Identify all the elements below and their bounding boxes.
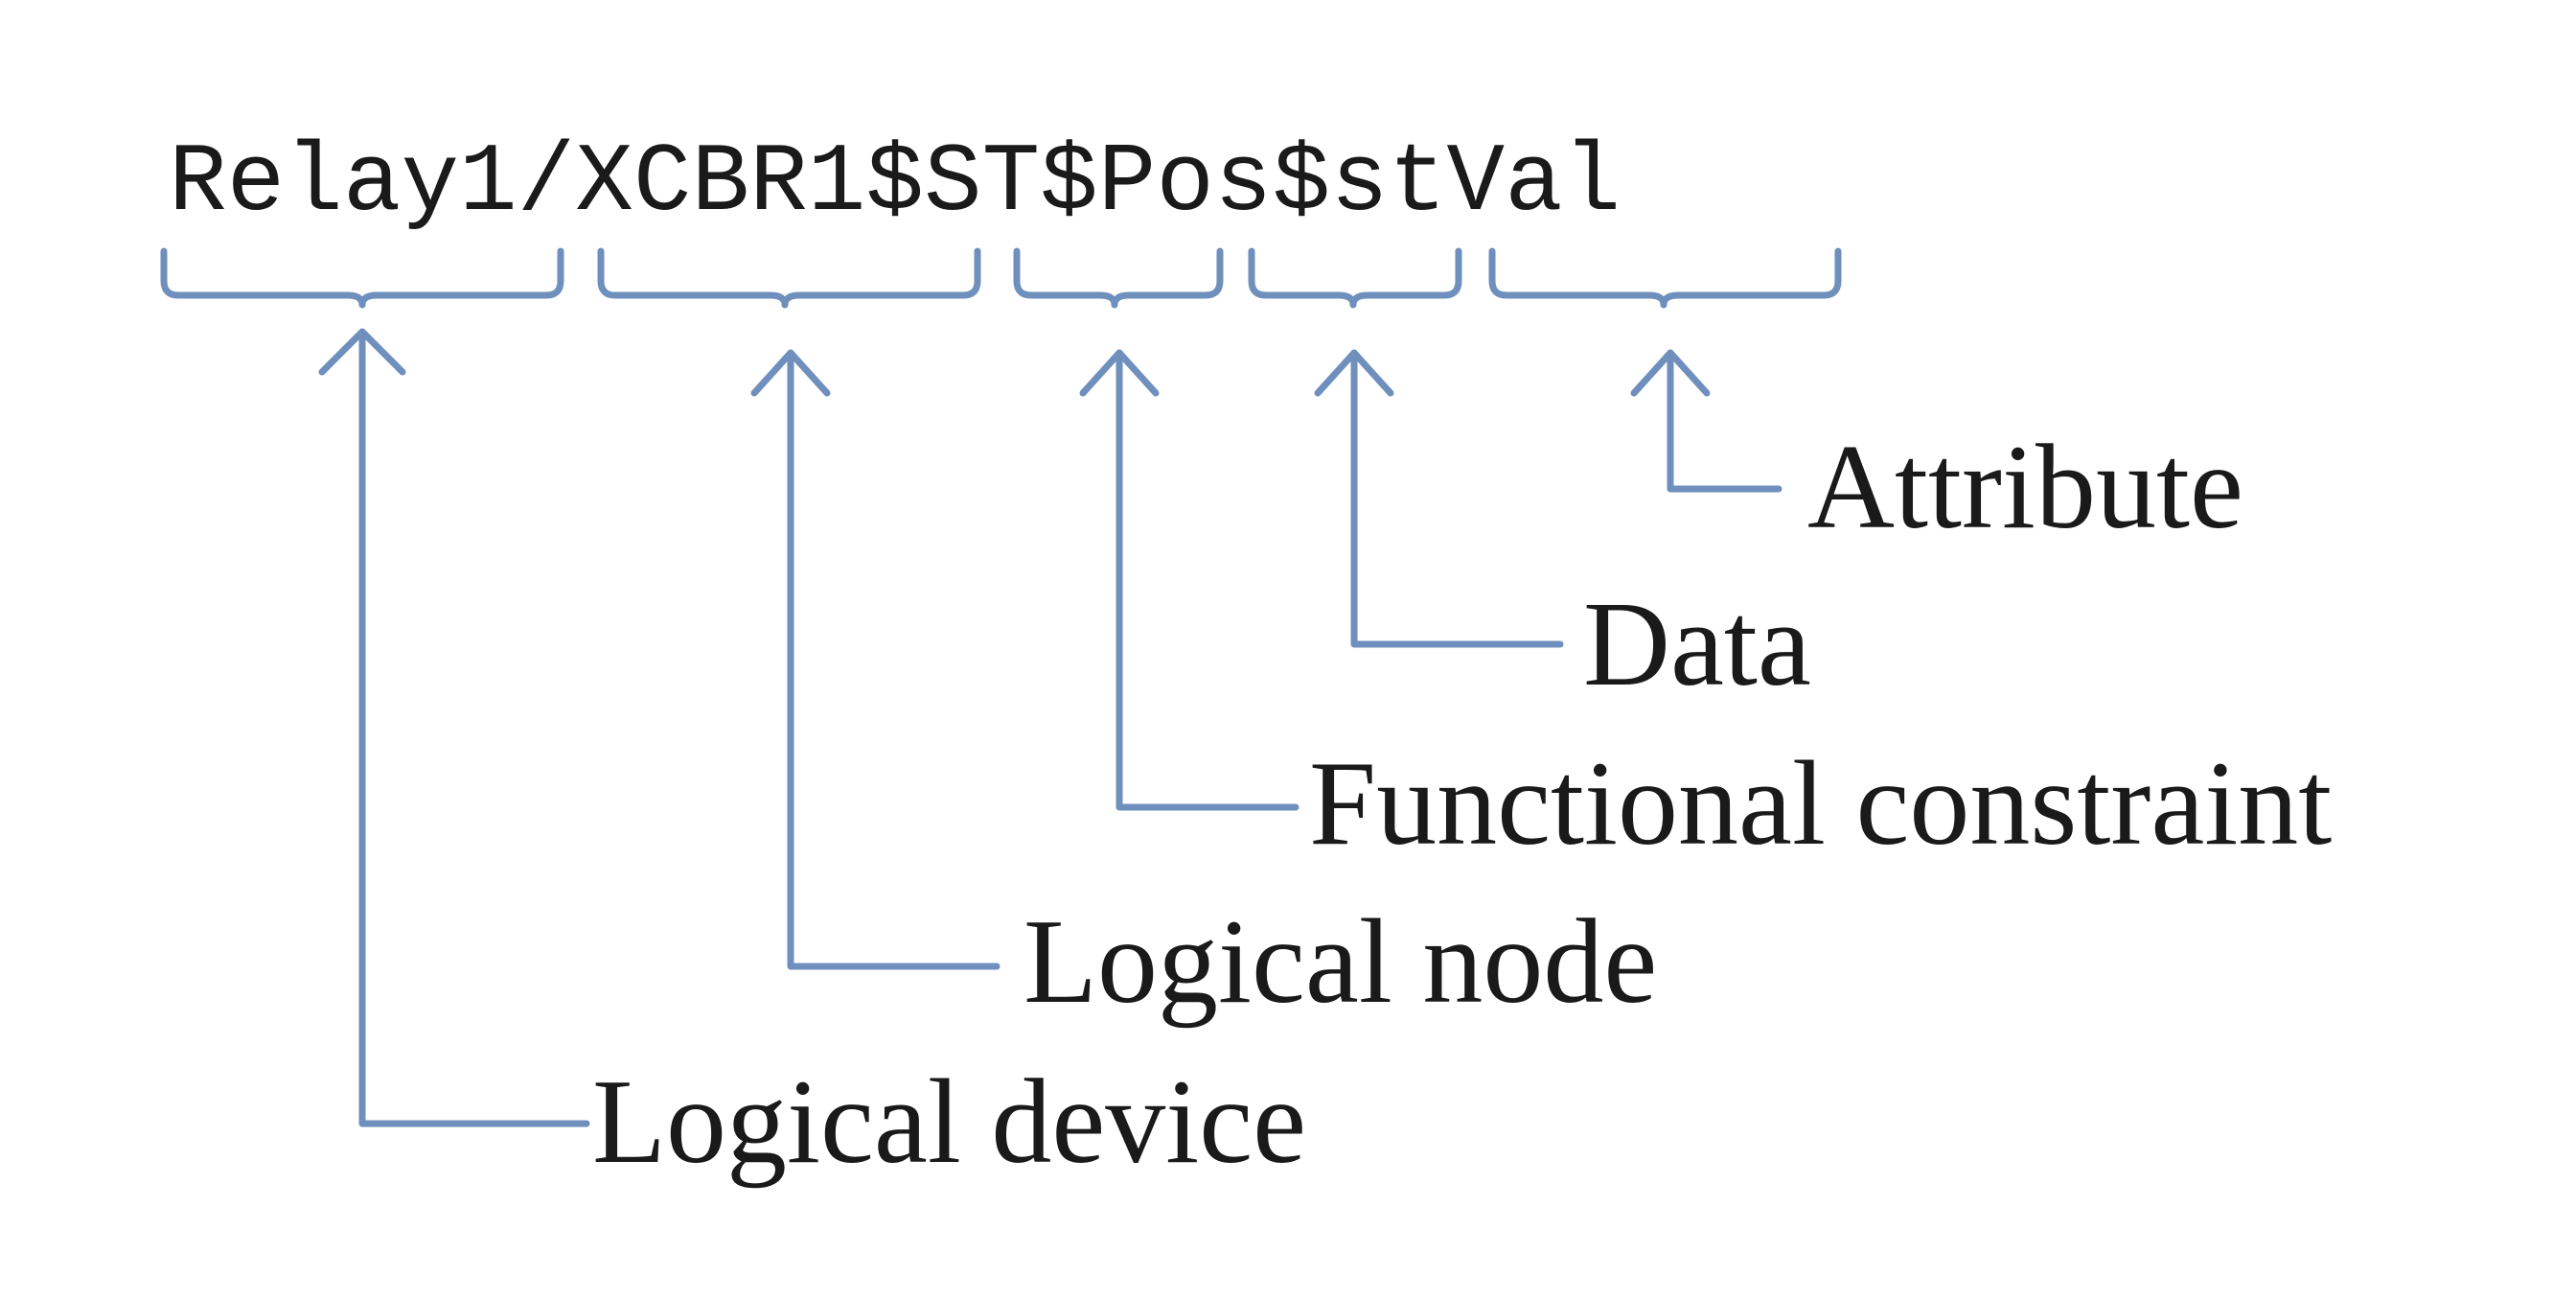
reference-part-data: Pos$ (1098, 129, 1330, 239)
label-logical-node: Logical node (1024, 895, 1657, 1029)
reference-part-attribute: stVal (1330, 129, 1621, 239)
object-reference: Relay1/XCBR1$ST$Pos$stVal (169, 129, 1621, 239)
leader-line-attribute (1667, 349, 1782, 493)
brace-data (1248, 247, 1462, 309)
reference-part-functional-constraint: ST$ (924, 129, 1098, 239)
label-attribute: Attribute (1807, 421, 2243, 554)
leader-line-data (1350, 349, 1564, 648)
leader-line-logical-device (358, 328, 590, 1127)
brace-attribute (1488, 247, 1842, 309)
brace-logical-node (597, 247, 981, 309)
label-data: Data (1583, 578, 1811, 711)
label-functional-constraint: Functional constraint (1309, 737, 2332, 871)
reference-part-logical-device: Relay1/ (169, 129, 575, 239)
leader-line-logical-node (787, 349, 1000, 970)
reference-part-logical-node: XCBR1$ (575, 129, 924, 239)
label-logical-device: Logical device (592, 1056, 1306, 1189)
leader-line-functional-constraint (1116, 349, 1300, 811)
brace-functional-constraint (1013, 247, 1224, 309)
brace-logical-device (160, 247, 564, 309)
